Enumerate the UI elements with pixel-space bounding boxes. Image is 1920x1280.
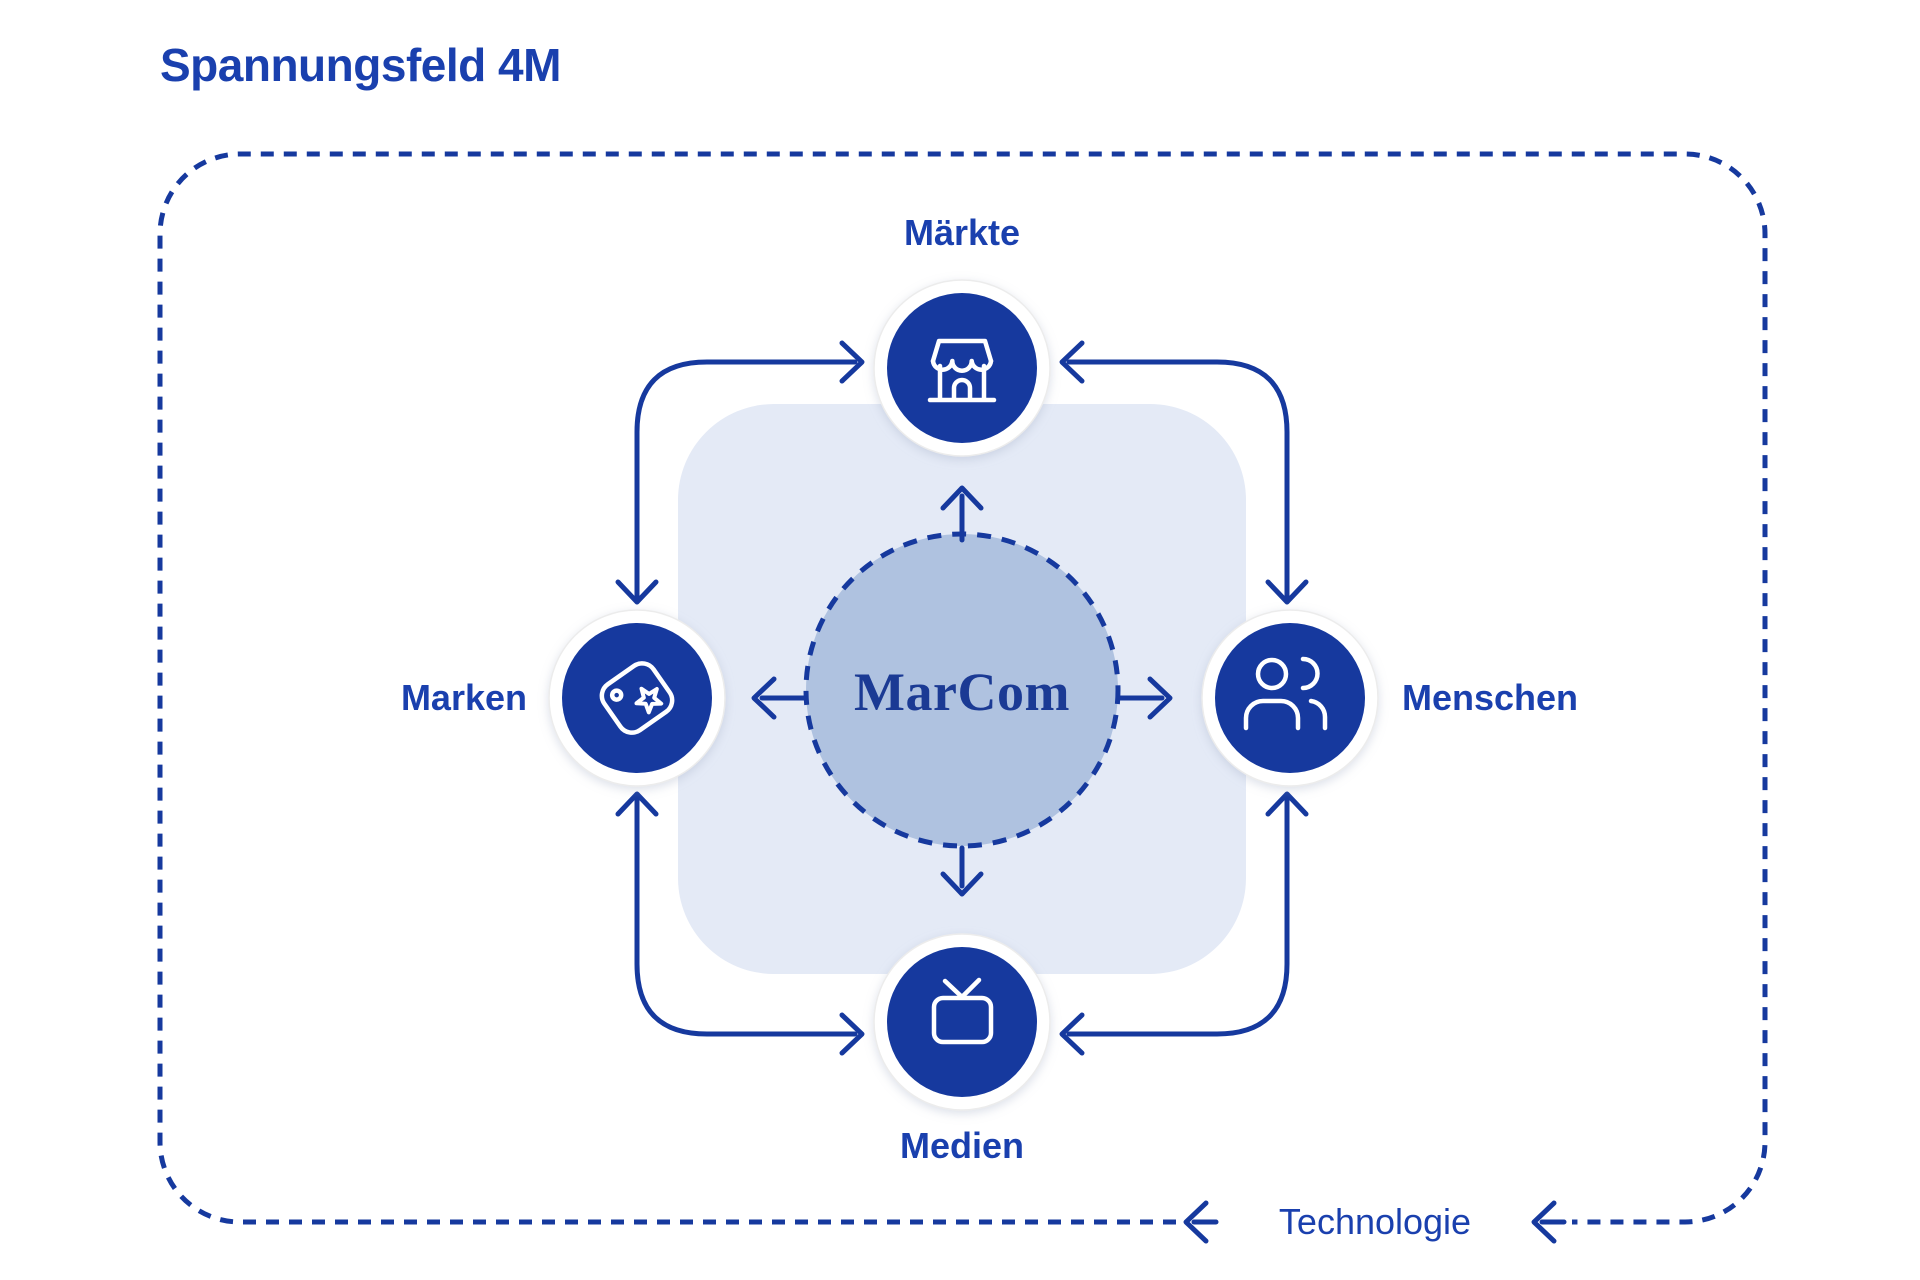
arrowhead-right-icon: [1147, 676, 1173, 720]
corner-arrow-top-right: [1059, 340, 1309, 605]
arrowhead-right-icon: [839, 340, 865, 384]
center-label-marcom: MarCom: [854, 662, 1070, 722]
technology-label: Technologie: [1278, 1201, 1472, 1242]
node-label-menschen: Menschen: [1402, 677, 1579, 718]
center-arrow-left: [751, 676, 807, 720]
people-icon: [1243, 656, 1328, 731]
arrowhead-down-icon: [940, 871, 984, 897]
technology-arrow-right: [1531, 1200, 1567, 1244]
center-arrow-up: [940, 485, 984, 543]
corner-arrow-top-left: [615, 340, 865, 605]
tag-icon: [599, 661, 675, 735]
arrowhead-left-icon: [751, 676, 777, 720]
center-arrow-right: [1117, 676, 1173, 720]
arrowhead-up-icon: [615, 791, 659, 817]
arrowhead-up-icon: [940, 485, 984, 511]
node-maerkte: [873, 279, 1051, 457]
node-medien: [873, 933, 1051, 1111]
storefront-icon: [927, 338, 997, 403]
corner-arrow-bottom-right: [1059, 791, 1309, 1056]
arrowhead-left-icon: [1531, 1200, 1557, 1244]
arrowhead-left-icon: [1059, 1012, 1085, 1056]
arrowhead-down-icon: [615, 579, 659, 605]
arrowhead-left-icon: [1059, 340, 1085, 384]
arrowhead-down-icon: [1265, 579, 1309, 605]
node-menschen: [1201, 609, 1379, 787]
arrowhead-right-icon: [839, 1012, 865, 1056]
node-label-maerkte: Märkte: [903, 212, 1021, 253]
node-marken: [548, 609, 726, 787]
node-label-medien: Medien: [899, 1125, 1025, 1166]
technology-arrow-left: [1183, 1200, 1219, 1244]
tv-icon: [931, 977, 994, 1045]
page-title: Spannungsfeld 4M: [160, 39, 561, 91]
center-arrow-down: [940, 845, 984, 897]
arrowhead-up-icon: [1265, 791, 1309, 817]
corner-arrow-bottom-left: [615, 791, 865, 1056]
outer-dashed-border: [157, 151, 1768, 1225]
node-label-marken: Marken: [400, 677, 527, 718]
arrowhead-left-icon: [1183, 1200, 1209, 1244]
